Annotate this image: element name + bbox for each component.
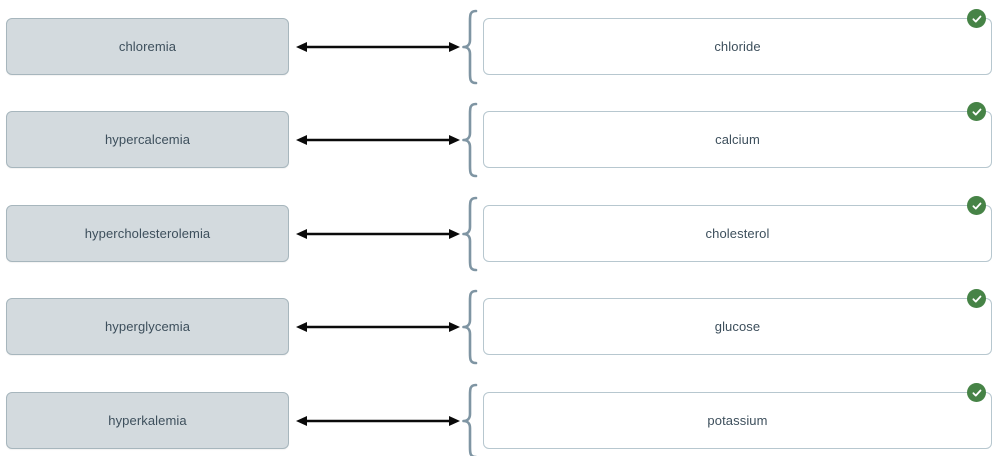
definition-label: cholesterol	[705, 225, 770, 241]
curly-brace-icon	[460, 289, 480, 365]
term-box[interactable]: hypercalcemia	[6, 111, 289, 168]
double-headed-arrow-icon	[296, 318, 460, 336]
curly-brace-icon	[460, 9, 480, 85]
definition-box[interactable]: potassium	[483, 392, 992, 449]
match-row: chloremia chloride	[0, 9, 1000, 85]
term-box[interactable]: hyperglycemia	[6, 298, 289, 355]
double-headed-arrow-icon	[296, 131, 460, 149]
definition-slot: calcium	[483, 102, 995, 178]
match-row: hypercholesterolemia cholesterol	[0, 196, 1000, 272]
definition-box[interactable]: chloride	[483, 18, 992, 75]
check-circle-icon	[967, 102, 986, 121]
definition-label: chloride	[714, 38, 761, 54]
check-circle-icon	[967, 383, 986, 402]
term-box[interactable]: hypercholesterolemia	[6, 205, 289, 262]
definition-box[interactable]: calcium	[483, 111, 992, 168]
term-label: hypercholesterolemia	[84, 225, 211, 241]
curly-brace-icon	[460, 102, 480, 178]
definition-slot: glucose	[483, 289, 995, 365]
definition-label: calcium	[715, 131, 760, 147]
curly-brace-icon	[460, 383, 480, 456]
term-label: hyperglycemia	[104, 318, 191, 334]
curly-brace-icon	[460, 196, 480, 272]
term-label: chloremia	[118, 38, 177, 54]
definition-box[interactable]: cholesterol	[483, 205, 992, 262]
definition-label: potassium	[707, 412, 768, 428]
match-row: hyperkalemia potassium	[0, 383, 1000, 456]
double-headed-arrow-icon	[296, 38, 460, 56]
check-circle-icon	[967, 196, 986, 215]
double-headed-arrow-icon	[296, 412, 460, 430]
definition-label: glucose	[714, 318, 761, 334]
definition-slot: chloride	[483, 9, 995, 85]
definition-box[interactable]: glucose	[483, 298, 992, 355]
match-row: hyperglycemia glucose	[0, 289, 1000, 365]
term-box[interactable]: hyperkalemia	[6, 392, 289, 449]
term-label: hyperkalemia	[108, 412, 187, 428]
check-circle-icon	[967, 9, 986, 28]
term-box[interactable]: chloremia	[6, 18, 289, 75]
double-headed-arrow-icon	[296, 225, 460, 243]
term-label: hypercalcemia	[104, 131, 191, 147]
definition-slot: cholesterol	[483, 196, 995, 272]
definition-slot: potassium	[483, 383, 995, 456]
match-row: hypercalcemia calcium	[0, 102, 1000, 178]
check-circle-icon	[967, 289, 986, 308]
